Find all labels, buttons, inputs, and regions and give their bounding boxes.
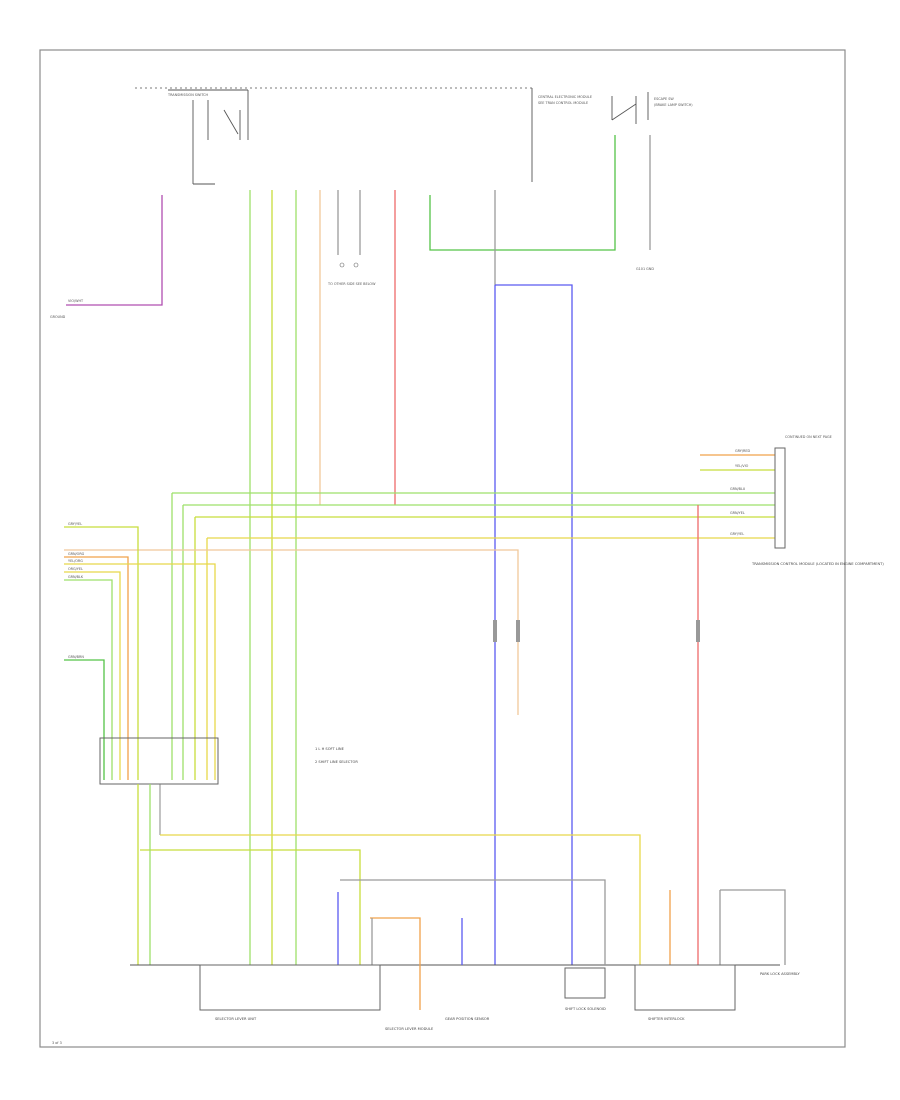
ground-g1: TO OTHER SIDE SEE BELOW G101 GND <box>327 262 654 286</box>
ground-g1-label: G101 GND <box>636 267 654 271</box>
blue-wire <box>494 284 573 965</box>
connector-c1 <box>249 135 651 965</box>
bottom-label-3: GEAR POSITION SENSOR <box>445 1017 490 1021</box>
legend-2: 2 SHIFT LINE SELECTOR <box>315 760 358 764</box>
bottom-label-4: SHIFT LOCK SOLENOID <box>565 1007 606 1011</box>
bottom-components: SELECTOR LEVER UNIT SELECTOR LEVER MODUL… <box>199 964 800 1031</box>
right-wire-4-label: GRN/YEL <box>730 511 745 515</box>
central-module: CENTRAL ELECTRONIC MODULE SEE TRAN CONTR… <box>531 88 592 182</box>
bottom-label-5: SHIFTER INTERLOCK <box>648 1017 685 1021</box>
ground-left-label: GROUND <box>50 315 66 319</box>
right-connector-label: TRANSMISSION CONTROL MODULE (LOCATED IN … <box>751 562 884 566</box>
violet-wire: VIO/WHT GROUND <box>50 195 163 319</box>
right-wire-2-label: YEL/VIO <box>735 464 749 468</box>
right-wire-1-label: GRY/RED <box>735 449 750 453</box>
brake-lamp-switch: ESCAPE SW (BRAKE LAMP SWITCH) <box>611 92 693 124</box>
mid-connectors <box>493 620 700 642</box>
bottom-label-6: PARK LOCK ASSEMBLY <box>760 972 800 976</box>
top-switch-label: TRANSMISSION SWITCH <box>167 93 209 97</box>
left-wires: GRY/YEL GRN/ORG YEL/ORG ORG/YEL GRN/BLK … <box>64 522 216 780</box>
splice-center-label: TO OTHER SIDE SEE BELOW <box>327 282 376 286</box>
right-wire-3-label: GRN/BLU <box>730 487 746 491</box>
central-module-label: CENTRAL ELECTRONIC MODULE <box>538 95 592 99</box>
left-wire-4-label: ORG/YEL <box>68 567 83 571</box>
brake-lamp-switch-note: (BRAKE LAMP SWITCH) <box>654 103 693 107</box>
left-wire-3-label: YEL/ORG <box>68 559 83 563</box>
bottom-label-1: SELECTOR LEVER UNIT <box>215 1017 257 1021</box>
bottom-label-2: SELECTOR LEVER MODULE <box>385 1027 434 1031</box>
legend-1: 1 L H SOFT LINE <box>315 747 345 751</box>
page-id: 3 of 3 <box>52 1041 62 1045</box>
central-module-note: SEE TRAN CONTROL MODULE <box>538 101 588 105</box>
lower-harness <box>130 879 786 1010</box>
bus-wires <box>64 492 775 965</box>
left-wire-5-label: GRN/BLK <box>68 575 84 579</box>
splice-block <box>99 737 641 965</box>
left-wire-6-label: GRN/BRN <box>68 655 84 659</box>
diagram-frame <box>39 49 846 1048</box>
brake-lamp-switch-label: ESCAPE SW <box>654 97 674 101</box>
legend: 1 L H SOFT LINE 2 SHIFT LINE SELECTOR <box>315 747 358 764</box>
violet-wire-label: VIO/WHT <box>68 299 84 303</box>
left-wire-1-label: GRY/YEL <box>68 522 82 526</box>
top-switch: TRANSMISSION SWITCH <box>135 87 535 185</box>
right-connector-note: CONTINUED ON NEXT PAGE <box>785 435 832 439</box>
left-wire-2-label: GRN/ORG <box>68 552 85 556</box>
right-wire-5-label: GRY/YEL <box>730 532 744 536</box>
right-connector: GRY/RED YEL/VIO GRN/BLU GRN/YEL GRY/YEL … <box>700 435 884 566</box>
